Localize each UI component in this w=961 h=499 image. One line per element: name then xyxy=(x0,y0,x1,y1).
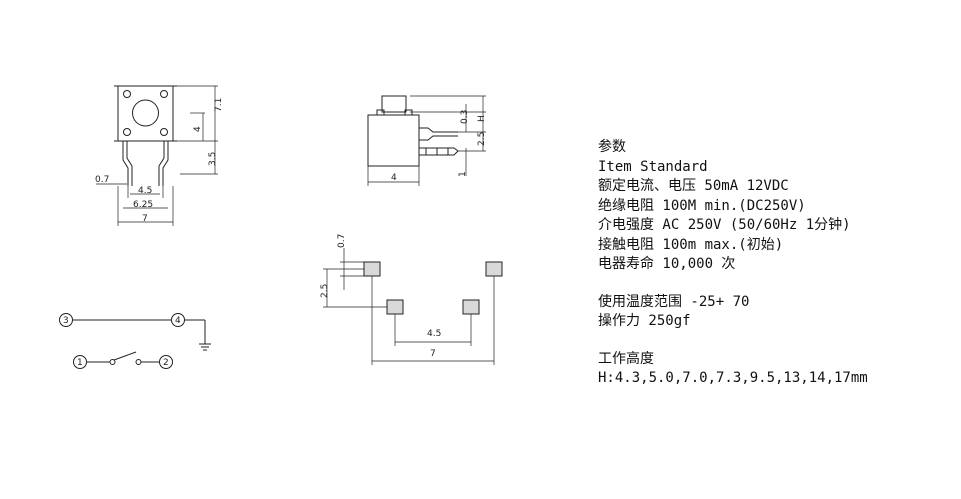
pcb-dim-0-7-label: 0.7 xyxy=(337,234,347,248)
pad-bottom-right xyxy=(462,299,480,315)
technical-drawing: 7.1 4 3.5 0.7 4.5 6.25 7 0.3 H 2.5 1 4 xyxy=(59,85,503,369)
dim-2-5-label: 2.5 xyxy=(477,132,487,146)
height-values: H:4.3,5.0,7.0,7.3,9.5,13,14,17mm xyxy=(598,370,868,386)
spec-panel: 参数 Item Standard 额定电流、电压 50mA 12VDC 绝缘电阻… xyxy=(598,138,948,389)
spec-contact-resistance: 接触电阻 100m max.(初始) xyxy=(598,236,784,253)
spec-insulation: 绝缘电阻 100M min.(DC250V) xyxy=(598,197,806,214)
dim-3-5-label: 3.5 xyxy=(208,152,218,166)
pin-4-label: 4 xyxy=(175,316,181,326)
pin-1-label: 1 xyxy=(77,358,83,368)
pcb-dim-7-label: 7 xyxy=(430,349,436,359)
spec-operating-force: 操作力 250gf xyxy=(598,313,691,329)
pcb-dim-2-5-label: 2.5 xyxy=(320,284,330,298)
height-title: 工作高度 xyxy=(598,350,654,367)
corner-hole xyxy=(123,90,131,98)
spec-dielectric: 介电强度 AC 250V (50/60Hz 1分钟) xyxy=(598,217,851,233)
spec-temp-range: 使用温度范围 -25+ 70 xyxy=(598,293,750,310)
switch-body-outline xyxy=(117,85,174,142)
switch-contact xyxy=(135,359,142,365)
side-terminal-bottom xyxy=(419,147,459,156)
plunger-circle xyxy=(132,99,159,127)
dim-6-25-label: 6.25 xyxy=(133,200,153,210)
params-title: 参数 xyxy=(598,139,626,155)
spec-life: 电器寿命 10,000 次 xyxy=(598,256,736,272)
corner-hole xyxy=(123,128,131,136)
corner-hole xyxy=(160,128,168,136)
schematic xyxy=(59,313,211,369)
pcb-layout xyxy=(323,248,503,365)
leg-left-inner xyxy=(126,141,133,186)
plunger-side xyxy=(381,95,407,113)
dim-1-label: 1 xyxy=(458,171,468,177)
dim-7-1-label: 7.1 xyxy=(214,98,224,112)
side-terminal-top xyxy=(419,127,458,133)
pcb-dim-4-5-label: 4.5 xyxy=(427,329,441,339)
dim-7-label: 7 xyxy=(142,214,148,224)
pin-2-label: 2 xyxy=(163,358,169,368)
dim-0-3-label: 0.3 xyxy=(460,110,470,124)
pad-top-right xyxy=(485,261,503,277)
switch-contact xyxy=(109,359,116,365)
leg-right-inner xyxy=(158,141,165,186)
side-view xyxy=(367,95,486,186)
dim-4-side-label: 4 xyxy=(391,173,397,183)
pad-bottom-left xyxy=(386,299,404,315)
front-view xyxy=(96,85,218,226)
pad-top-left xyxy=(363,261,381,277)
dim-4-label: 4 xyxy=(193,126,203,132)
leg-right-outer xyxy=(162,141,169,186)
item-standard: Item Standard xyxy=(598,158,708,175)
dim-4-5-label: 4.5 xyxy=(138,186,152,196)
leg-left-outer xyxy=(122,141,129,186)
side-body xyxy=(367,114,420,167)
dim-H-label: H xyxy=(477,115,487,122)
corner-hole xyxy=(160,90,168,98)
spec-rated-current: 额定电流、电压 50mA 12VDC xyxy=(598,178,789,194)
dim-0-7-label: 0.7 xyxy=(95,175,109,185)
pin-3-label: 3 xyxy=(63,316,69,326)
switch-lever xyxy=(113,351,137,361)
